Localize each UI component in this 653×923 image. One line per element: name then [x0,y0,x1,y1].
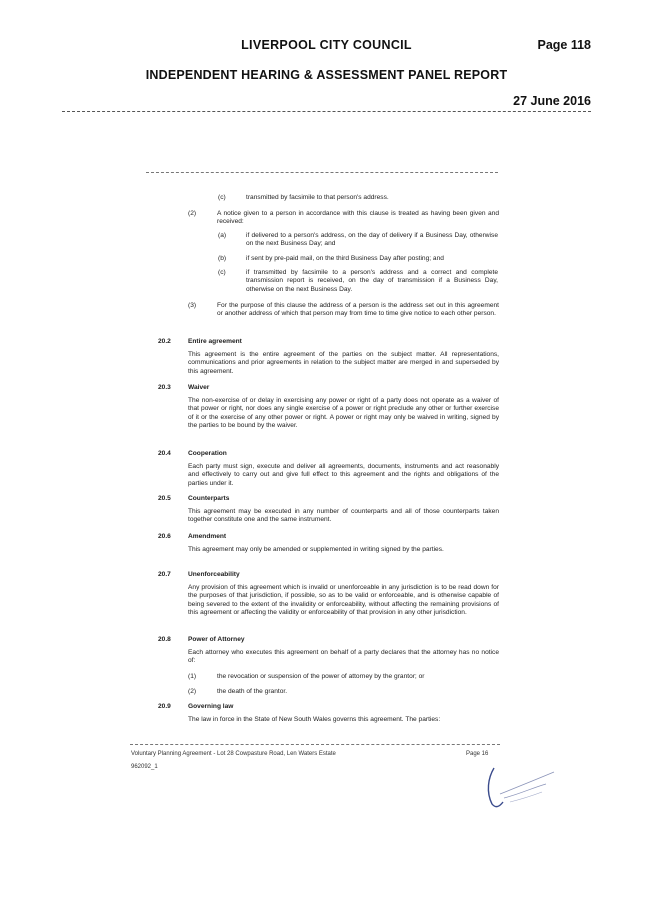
document-top-divider [146,172,498,173]
council-name: LIVERPOOL CITY COUNCIL [241,38,412,52]
section-number: 20.7 [158,571,171,578]
item-marker: (b) [218,255,227,262]
section-heading: Entire agreement [188,338,242,345]
section-number: 20.3 [158,384,171,391]
item-marker: (2) [188,210,197,217]
item-text: A notice given to a person in accordance… [217,210,499,226]
report-date: 27 June 2016 [513,94,591,108]
section-heading: Amendment [188,533,227,540]
section-text: Any provision of this agreement which is… [188,584,499,616]
section-number: 20.2 [158,338,171,345]
section-number: 20.4 [158,450,171,457]
item-text: the revocation or suspension of the powe… [217,673,425,680]
section-heading: Counterparts [188,495,230,502]
item-marker: (1) [188,673,197,680]
section-text: This agreement may only be amended or su… [188,546,444,553]
item-marker: (3) [188,302,197,309]
item-marker: (a) [218,232,227,239]
item-marker: (c) [218,194,226,201]
item-text: For the purpose of this clause the addre… [217,302,499,318]
section-text: This agreement is the entire agreement o… [188,351,499,375]
report-page-number: Page 118 [537,38,591,52]
item-text: if transmitted by facsimile to a person'… [246,269,498,293]
section-heading: Governing law [188,703,234,710]
item-marker: (2) [188,688,197,695]
section-text: Each party must sign, execute and delive… [188,463,499,487]
footer-document-id: 962092_1 [131,764,158,770]
item-marker: (c) [218,269,226,276]
item-text: the death of the grantor. [217,688,288,695]
section-number: 20.5 [158,495,171,502]
header-divider [62,111,591,112]
section-text: This agreement may be executed in any nu… [188,508,499,524]
section-heading: Waiver [188,384,210,391]
section-heading: Power of Attorney [188,636,245,643]
section-text: The law in force in the State of New Sou… [188,716,441,723]
item-text: transmitted by facsimile to that person'… [246,194,389,201]
section-heading: Unenforceability [188,571,240,578]
section-text: The non-exercise of or delay in exercisi… [188,397,499,429]
section-text: Each attorney who executes this agreemen… [188,649,499,665]
footer-page-number: Page 16 [466,751,489,757]
item-text: if delivered to a person's address, on t… [246,232,498,248]
report-title: INDEPENDENT HEARING & ASSESSMENT PANEL R… [145,68,508,82]
item-text: if sent by pre-paid mail, on the third B… [246,255,444,262]
footer-divider [130,744,500,745]
section-heading: Cooperation [188,450,227,457]
section-number: 20.6 [158,533,171,540]
footer-document-title: Voluntary Planning Agreement - Lot 28 Co… [131,751,336,757]
section-number: 20.9 [158,703,171,710]
signature-mark [487,767,555,808]
section-number: 20.8 [158,636,171,643]
